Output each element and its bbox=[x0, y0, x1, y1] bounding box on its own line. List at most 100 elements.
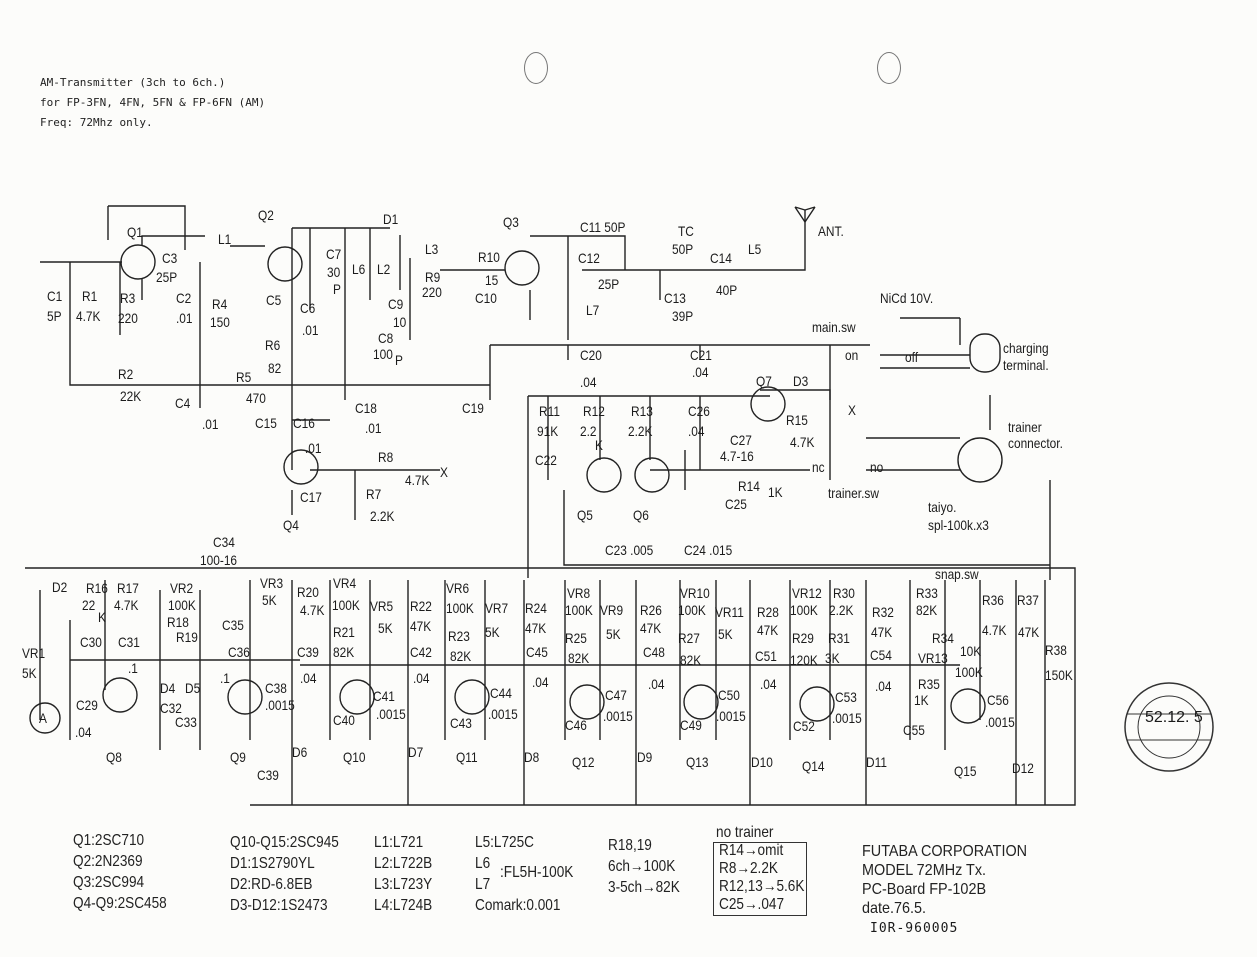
component-label: 4.7K bbox=[405, 472, 430, 488]
component-label: C32 bbox=[160, 700, 182, 716]
component-label: C22 bbox=[535, 452, 557, 468]
legend-item: L3:L723Y bbox=[374, 876, 433, 893]
component-label: C25 bbox=[725, 496, 747, 512]
component-label: L6 bbox=[352, 261, 366, 277]
component-label: R2 bbox=[118, 366, 134, 382]
component-label: D11 bbox=[866, 754, 887, 770]
component-label: R3 bbox=[120, 290, 136, 306]
component-label: C14 bbox=[710, 250, 732, 266]
component-label: D8 bbox=[524, 749, 540, 765]
component-label: off bbox=[905, 349, 919, 365]
component-label: C48 bbox=[643, 644, 665, 660]
component-label: .0015 bbox=[376, 706, 406, 722]
component-label: .04 bbox=[300, 670, 317, 686]
component-label: no bbox=[870, 459, 884, 475]
component-label: C7 bbox=[326, 246, 342, 262]
component-label: Q11 bbox=[456, 749, 478, 765]
no-trainer-list: R14→omit R8→2.2K R12,13→5.6K C25→.047 bbox=[719, 842, 804, 914]
component-label: K bbox=[595, 437, 603, 453]
legend-item: R12,13→5.6K bbox=[719, 878, 805, 895]
component-label: VR13 bbox=[918, 650, 948, 666]
l6-l7-value: :FL5H-100K bbox=[500, 864, 574, 881]
component-label: 100K bbox=[955, 664, 983, 680]
component-label: R28 bbox=[757, 604, 779, 620]
component-label: R5 bbox=[236, 369, 252, 385]
component-label: 82K bbox=[680, 652, 702, 668]
component-label: C27 bbox=[730, 432, 752, 448]
component-label: R32 bbox=[872, 604, 894, 620]
component-label: 10K bbox=[960, 643, 982, 659]
component-label: R26 bbox=[640, 602, 662, 618]
component-label: 5K bbox=[718, 626, 733, 642]
component-label: Q1 bbox=[127, 224, 143, 240]
component-label: R18 bbox=[167, 614, 189, 630]
component-label: taiyo. bbox=[928, 499, 957, 515]
component-label: L7 bbox=[586, 302, 600, 318]
component-label: 1K bbox=[768, 484, 783, 500]
component-label: 4.7K bbox=[982, 622, 1007, 638]
component-label: .0015 bbox=[488, 706, 518, 722]
component-label: 40P bbox=[716, 282, 738, 298]
coil-legend-2: L5:L725C L6 L7 Comark:0.001 bbox=[475, 832, 560, 916]
component-label: A bbox=[39, 710, 47, 726]
component-label: Q13 bbox=[686, 754, 709, 770]
component-label: 4.7-16 bbox=[720, 448, 754, 464]
component-label: R29 bbox=[792, 630, 814, 646]
coil-legend: L1:L721 L2:L722B L3:L723Y L4:L724B bbox=[374, 832, 432, 916]
component-label: Q3 bbox=[503, 214, 519, 230]
component-label: 25P bbox=[598, 276, 620, 292]
legend-item: L1:L721 bbox=[374, 834, 424, 851]
component-label: R30 bbox=[833, 585, 855, 601]
component-label: 91K bbox=[537, 423, 559, 439]
component-label: R33 bbox=[916, 585, 938, 601]
legend-item: R14→omit bbox=[719, 842, 784, 859]
component-label: Q5 bbox=[577, 507, 593, 523]
legend-item: L6 bbox=[475, 855, 491, 872]
component-label: 82K bbox=[916, 602, 938, 618]
r18-r19-legend: R18,19 6ch→100K 3-5ch→82K bbox=[608, 835, 680, 898]
component-label: Q9 bbox=[230, 749, 246, 765]
component-label: VR9 bbox=[600, 602, 624, 618]
component-label: C40 bbox=[333, 712, 355, 728]
legend-item: L2:L722B bbox=[374, 855, 433, 872]
component-label: 15 bbox=[485, 272, 499, 288]
component-label: C16 bbox=[293, 415, 315, 431]
model-text: MODEL 72MHz Tx. bbox=[862, 862, 987, 879]
title-line: AM-Transmitter (3ch to 6ch.) bbox=[40, 76, 226, 89]
component-label: .04 bbox=[413, 670, 430, 686]
component-label: C11 50P bbox=[580, 219, 626, 235]
component-label: R4 bbox=[212, 296, 228, 312]
component-label: terminal. bbox=[1003, 357, 1049, 373]
component-label: on bbox=[845, 347, 859, 363]
component-label: R7 bbox=[366, 486, 382, 502]
component-label: 100K bbox=[446, 600, 474, 616]
component-label: main.sw bbox=[812, 319, 856, 335]
component-label: 47K bbox=[410, 618, 432, 634]
component-label: R15 bbox=[786, 412, 808, 428]
legend-item: D2:RD-6.8EB bbox=[230, 876, 313, 893]
component-label: C34 bbox=[213, 534, 235, 550]
component-label: 1K bbox=[914, 692, 929, 708]
component-label: R20 bbox=[297, 584, 319, 600]
component-label: 4.7K bbox=[300, 602, 325, 618]
component-label: C26 bbox=[688, 403, 710, 419]
component-label: D6 bbox=[292, 744, 308, 760]
legend-item: L5:L725C bbox=[475, 834, 534, 851]
component-label: C51 bbox=[755, 648, 777, 664]
no-trainer-title: no trainer bbox=[716, 824, 774, 841]
component-label: C44 bbox=[490, 685, 512, 701]
component-label: ANT. bbox=[818, 223, 844, 239]
company-name: FUTABA CORPORATION bbox=[862, 843, 1028, 860]
component-label: D12 bbox=[1012, 760, 1034, 776]
component-label: D4 bbox=[160, 680, 176, 696]
component-label: R12 bbox=[583, 403, 605, 419]
component-label: VR8 bbox=[567, 585, 591, 601]
component-label: 100 bbox=[373, 346, 393, 362]
date-stamp bbox=[1124, 682, 1214, 772]
component-label: .0015 bbox=[716, 708, 746, 724]
component-label: D1 bbox=[383, 211, 399, 227]
component-label: C21 bbox=[690, 347, 712, 363]
component-label: 4.7K bbox=[76, 308, 101, 324]
component-label: R21 bbox=[333, 624, 355, 640]
component-label: C46 bbox=[565, 717, 587, 733]
